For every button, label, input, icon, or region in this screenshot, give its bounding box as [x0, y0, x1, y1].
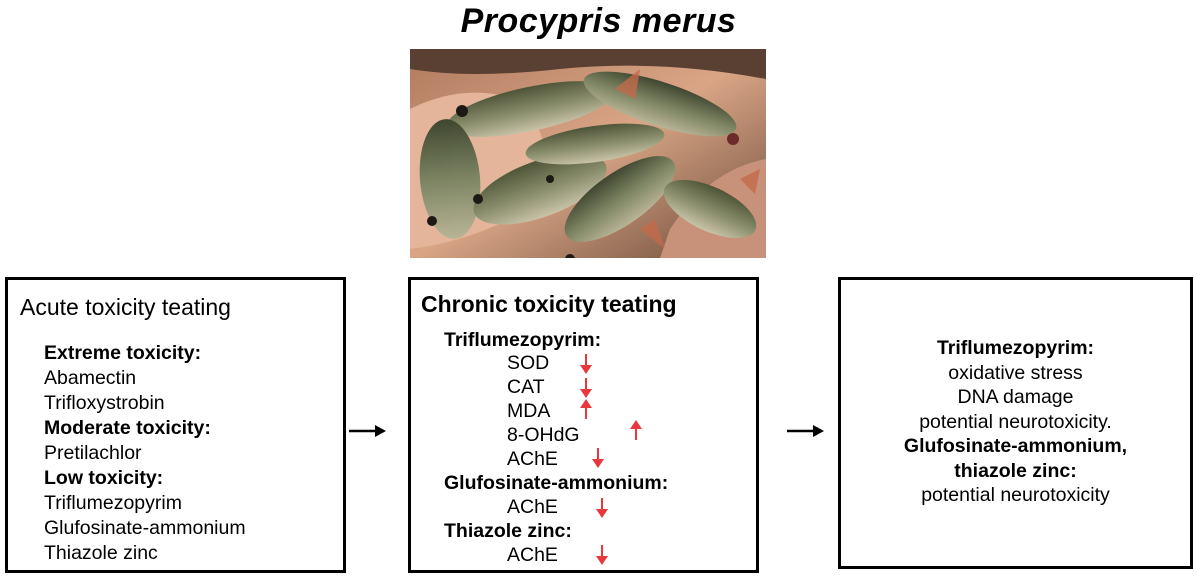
effect-item: potential neurotoxicity	[921, 484, 1110, 506]
chem-label: Glufosinate-ammonium:	[444, 472, 669, 494]
group-label: Moderate toxicity:	[44, 417, 211, 439]
acute-list: Extreme toxicity: Abamectin Trifloxystro…	[44, 341, 246, 566]
fish-image	[410, 49, 766, 258]
conclusion-list: Triflumezopyrim: oxidative stress DNA da…	[841, 336, 1190, 508]
marker-label: 8-OHdG	[507, 424, 580, 446]
chem-label: Triflumezopyrim:	[444, 329, 602, 351]
down-arrow-icon	[580, 378, 592, 398]
list-item: Abamectin	[44, 367, 137, 389]
marker-label: MDA	[507, 400, 551, 422]
down-arrow-icon	[596, 545, 608, 565]
chronic-toxicity-box: Chronic toxicity teating Triflumezopyrim…	[408, 277, 759, 573]
chem-label: Triflumezopyrim:	[936, 337, 1095, 359]
list-item: Thiazole zinc	[44, 542, 158, 564]
down-arrow-icon	[592, 448, 604, 468]
down-arrow-icon	[580, 354, 592, 374]
marker-label: AChE	[507, 448, 558, 470]
diagram-title: Procypris merus	[460, 2, 737, 40]
chronic-heading: Chronic toxicity teating	[421, 291, 677, 317]
chem-label: Thiazole zinc:	[444, 520, 572, 542]
acute-heading: Acute toxicity teating	[20, 294, 231, 320]
up-arrow-icon	[630, 420, 642, 440]
fish-photo	[410, 49, 766, 258]
marker-label: AChE	[507, 544, 558, 566]
effect-item: oxidative stress	[948, 361, 1083, 384]
chem-label: thiazole zinc:	[954, 459, 1077, 482]
list-item: Trifloxystrobin	[44, 392, 165, 414]
effect-item: potential neurotoxicity.	[919, 410, 1112, 433]
flow-arrow-right-icon	[349, 425, 386, 437]
marker-label: SOD	[507, 352, 550, 374]
chem-label: Glufosinate-ammonium,	[903, 435, 1128, 457]
flow-arrow-right-icon	[787, 425, 824, 437]
list-item: Glufosinate-ammonium	[44, 517, 246, 539]
conclusion-box: Triflumezopyrim: oxidative stress DNA da…	[838, 277, 1193, 569]
group-label: Low toxicity:	[44, 467, 164, 489]
up-arrow-icon	[580, 399, 592, 419]
list-item: Pretilachlor	[44, 442, 142, 464]
marker-label: AChE	[507, 496, 558, 518]
group-label: Extreme toxicity:	[44, 342, 202, 364]
acute-toxicity-box: Acute toxicity teating Extreme toxicity:…	[5, 277, 346, 573]
list-item: Triflumezopyrim	[44, 492, 182, 514]
marker-label: CAT	[507, 376, 545, 398]
down-arrow-icon	[596, 498, 608, 518]
effect-item: DNA damage	[957, 386, 1074, 408]
